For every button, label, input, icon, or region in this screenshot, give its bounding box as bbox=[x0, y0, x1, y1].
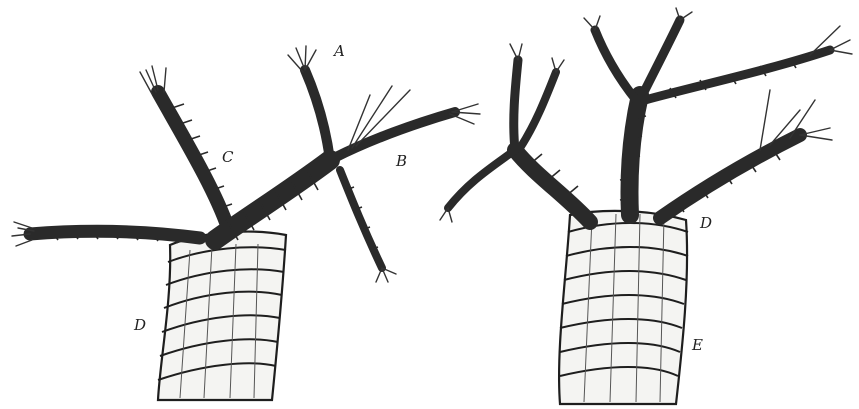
left-rope-body bbox=[158, 232, 286, 400]
label-c: C bbox=[222, 148, 234, 166]
label-d-right: D bbox=[699, 214, 712, 232]
label-a: A bbox=[332, 42, 345, 60]
label-b: B bbox=[395, 152, 407, 170]
right-rope-body bbox=[559, 211, 688, 404]
label-d-left: D bbox=[133, 316, 146, 334]
label-e: E bbox=[691, 336, 703, 354]
